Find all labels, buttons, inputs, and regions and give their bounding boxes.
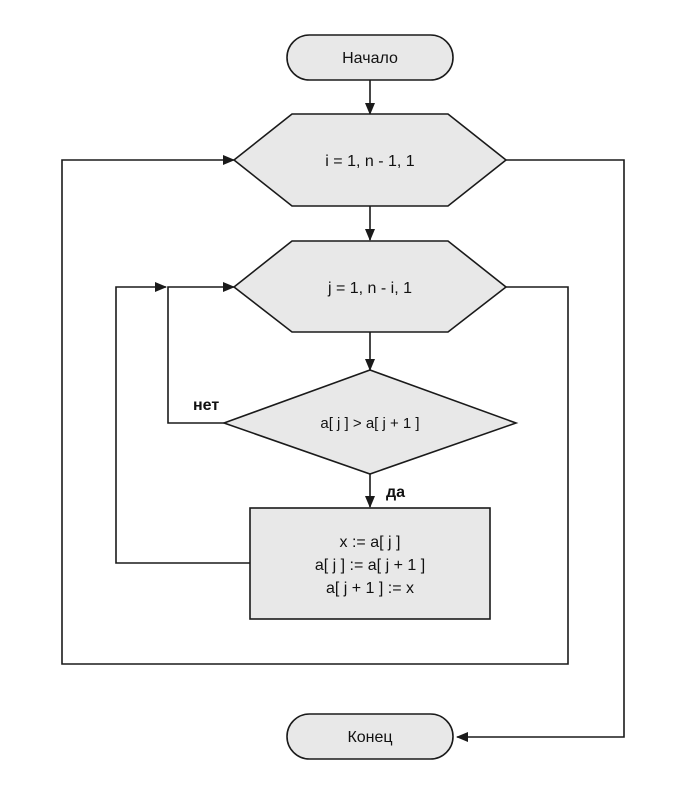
inner-loop-label: j = 1, n - i, 1 [327, 280, 412, 297]
end-terminal [286, 713, 454, 760]
yes-label: да [386, 484, 405, 501]
process-line-2: a[ j ] := a[ j + 1 ] [315, 557, 425, 574]
end-label: Конец [347, 729, 392, 746]
process-block [249, 507, 491, 620]
inner-loop-hexagon [232, 240, 508, 333]
edge-condition-no [167, 282, 235, 424]
edge-inner-exit-to-outer-loop [61, 155, 569, 665]
process-line-1: x := a[ j ] [340, 534, 401, 551]
start-label: Начало [342, 50, 398, 67]
edge-outer-exit-to-end [456, 159, 625, 742]
edge-process-to-inner-loop [115, 282, 250, 564]
process-line-3: a[ j + 1 ] := x [326, 580, 414, 597]
condition-label: a[ j ] > a[ j + 1 ] [320, 415, 419, 432]
no-label: нет [193, 397, 219, 414]
start-terminal [286, 34, 454, 81]
outer-loop-hexagon [232, 113, 508, 207]
condition-diamond [221, 369, 519, 475]
outer-loop-label: i = 1, n - 1, 1 [325, 153, 414, 170]
